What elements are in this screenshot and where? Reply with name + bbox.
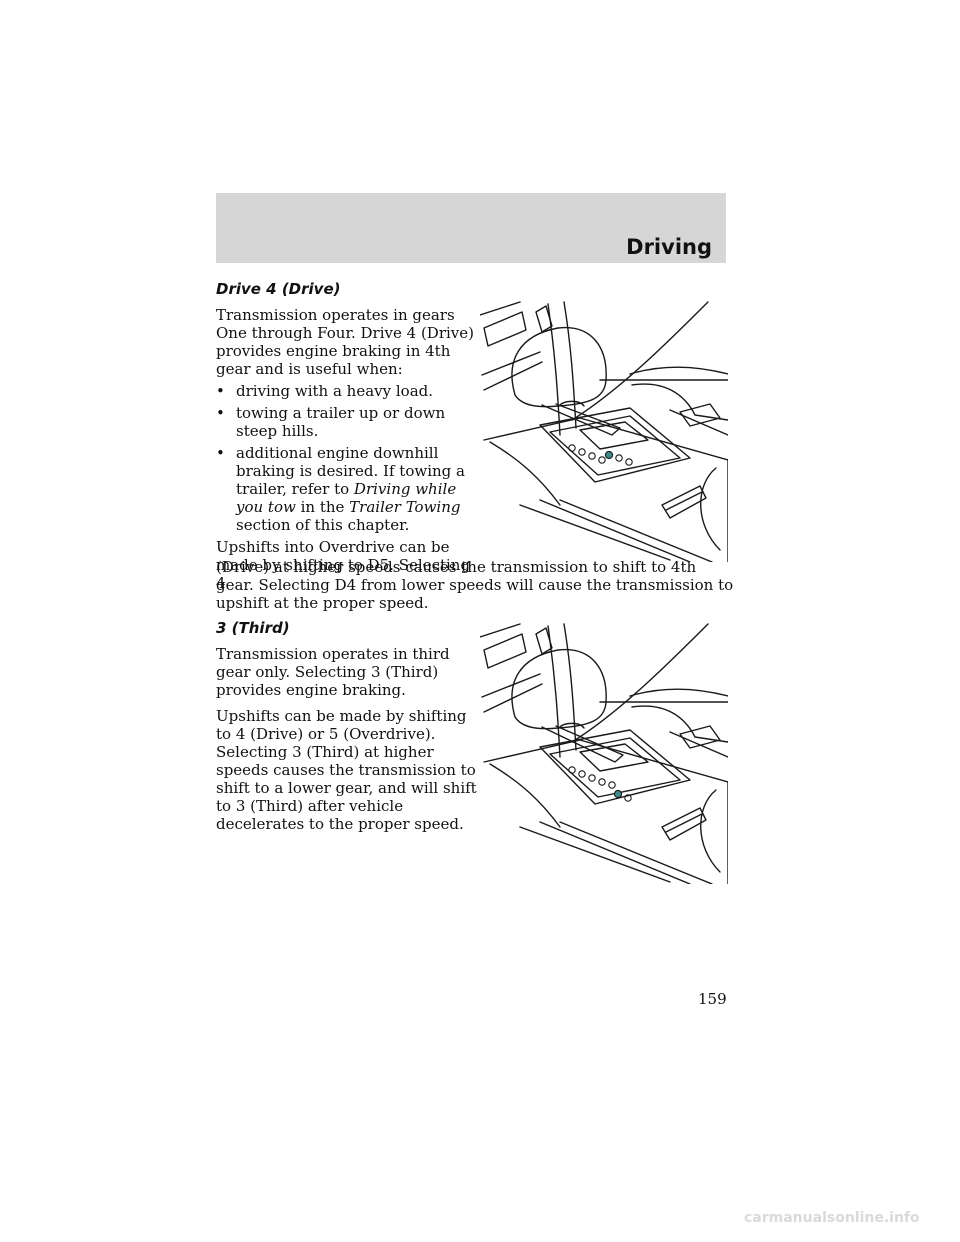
gear-position-indicators: [568, 444, 633, 466]
section-third-para-1: Transmission operates in third gear only…: [216, 645, 450, 699]
section-drive-4-closing-start: Upshifts into Overdrive can be made by s…: [216, 538, 471, 592]
section-drive-4-body: Transmission operates in gears One throu…: [216, 306, 478, 592]
bullet-dot: •: [216, 444, 225, 462]
bullet-dot: •: [216, 404, 225, 422]
footer-watermark: carmanualsonline.info: [744, 1210, 920, 1226]
bullet-item: • additional engine downhill braking is …: [216, 444, 478, 534]
header-band: Driving: [216, 193, 726, 263]
bullet-text: additional engine downhill braking is de…: [236, 444, 465, 534]
section-third-para-2: Upshifts can be made by shifting to 4 (D…: [216, 707, 477, 833]
page-header-title: Driving: [626, 235, 712, 259]
section-heading-drive-4: Drive 4 (Drive): [216, 280, 341, 298]
dash-edge-line: [480, 301, 521, 316]
cross-reference-trailer-towing: Trailer Towing: [349, 498, 461, 516]
gear-selector-illustration-third: [480, 623, 728, 884]
section-heading-third: 3 (Third): [216, 619, 290, 637]
gear-position-indicators: [568, 766, 632, 802]
section-third-body: Transmission operates in third gear only…: [216, 645, 478, 833]
page-number: 159: [698, 990, 727, 1008]
selected-gear-indicator: [604, 450, 614, 460]
bullet-dot: •: [216, 382, 225, 400]
cross-reference-driving-while-you-tow: Driving while you tow: [236, 480, 457, 516]
section-drive-4-intro: Transmission operates in gears One throu…: [216, 306, 474, 378]
gear-selector-illustration-drive-4: [480, 301, 728, 562]
selected-gear-indicator: [613, 789, 623, 799]
bullet-text: towing a trailer up or down steep hills.: [236, 404, 446, 440]
bullet-item: • driving with a heavy load.: [216, 382, 478, 400]
section-drive-4-closing-rest: (Drive) at higher speeds causes the tran…: [216, 558, 734, 612]
bullet-text: driving with a heavy load.: [236, 382, 434, 400]
bullet-item: • towing a trailer up or down steep hill…: [216, 404, 478, 440]
